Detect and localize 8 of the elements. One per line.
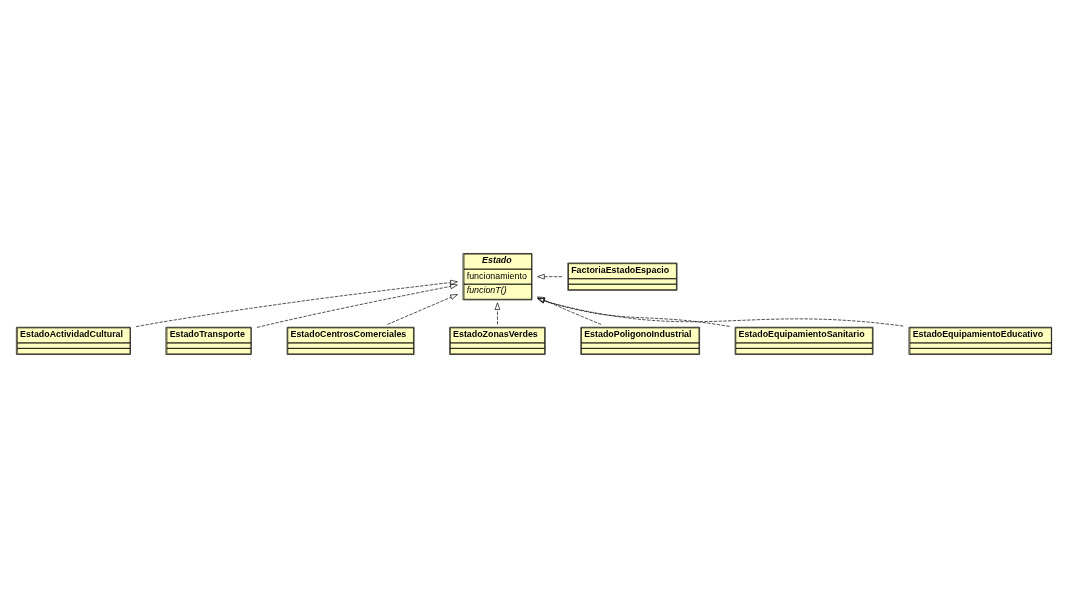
arrow <box>537 273 563 279</box>
arrow <box>537 297 730 327</box>
arrow <box>537 296 602 325</box>
arrow <box>537 297 904 326</box>
arrow <box>256 283 458 328</box>
arrow <box>387 293 458 325</box>
arrow <box>135 279 458 327</box>
arrow <box>494 301 501 325</box>
